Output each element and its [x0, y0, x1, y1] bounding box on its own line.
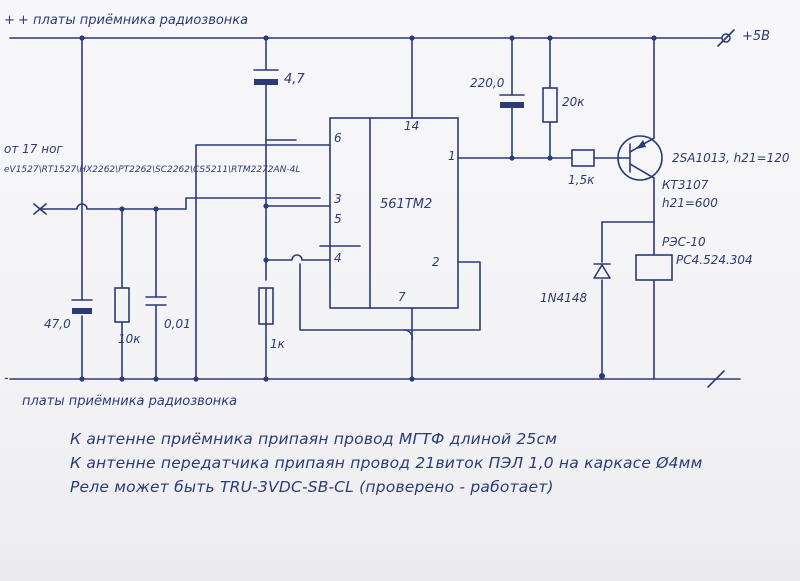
wire-pin4 [265, 254, 331, 261]
bottom-rail-sign: - [4, 371, 9, 386]
junction-dots [79, 35, 657, 382]
diode-1n4148-symbol [593, 263, 611, 279]
transistor-emitter [629, 37, 655, 153]
resistor-10k-label: 10к [118, 332, 141, 346]
capacitor-220-symbol [499, 94, 525, 108]
wire-pin2-loop [299, 261, 481, 331]
resistor-10k-symbol [114, 287, 130, 323]
relay-label-1: РЭС-10 [662, 235, 706, 249]
transistor-symbol [617, 135, 663, 181]
pin-6-label: 6 [334, 131, 342, 145]
pin-3-label: 3 [334, 192, 342, 206]
transistor-label-1: 2SA1013, h21=120 [672, 151, 790, 165]
note-line-3: Реле может быть TRU-3VDC-SB-CL (проверен… [70, 478, 554, 496]
top-rail-label: + платы приёмника радиозвонка [18, 13, 249, 28]
capacitor-47-label: 47,0 [44, 317, 71, 331]
transistor-collector [629, 163, 655, 223]
supply-terminal-tick [717, 29, 735, 47]
capacitor-220-label: 220,0 [470, 76, 505, 90]
resistor-20k-symbol [542, 87, 558, 123]
resistor-1k-label: 1к [270, 337, 285, 351]
chip-561tm2-body [329, 117, 459, 309]
chip-name: 561ТМ2 [380, 197, 433, 212]
supply-voltage-label: +5В [742, 29, 771, 44]
resistor-1-5k-symbol [571, 149, 595, 167]
transistor-label-2: КТ3107 [662, 178, 709, 192]
junction-diode-ground [599, 373, 605, 379]
capacitor-47-symbol [71, 299, 93, 314]
resistor-1-5k-label: 1,5к [568, 173, 595, 187]
note-line-2: К антенне передатчика припаян провод 21в… [70, 454, 703, 472]
wire-pin7-loop [403, 329, 414, 341]
bottom-rail-label: платы приёмника радиозвонка [22, 394, 238, 409]
transistor-base-bar [619, 143, 631, 173]
input-label-line1: от 17 ног [4, 142, 63, 156]
pin-7-label: 7 [398, 290, 406, 304]
capacitor-4-7-label: 4,7 [284, 72, 305, 87]
wire-pin6 [195, 144, 331, 380]
relay-label-2: РС4.524.304 [676, 253, 753, 267]
capacitor-4-7-symbol [253, 69, 279, 85]
transistor-label-3: h21=600 [662, 196, 718, 210]
input-arrow [39, 203, 47, 215]
resistor-1k-symbol [258, 287, 274, 325]
supply-terminal-positive [721, 33, 731, 43]
note-line-1: К антенне приёмника припаян провод МГТФ … [70, 430, 558, 448]
transistor-emitter-arrow [636, 140, 646, 149]
relay-coil-symbol [635, 254, 673, 281]
pin-4-label: 4 [334, 251, 342, 265]
diode-label: 1N4148 [540, 291, 588, 305]
capacitor-001-symbol [145, 296, 167, 306]
top-rail-sign: + [4, 13, 15, 28]
pin-14-label: 14 [404, 119, 420, 133]
pin-1-label: 1 [448, 149, 456, 163]
pin-2-label: 2 [432, 255, 440, 269]
input-label-line2: eV1527\RT1527\HX2262\PT2262\SC2262\CS521… [4, 165, 301, 175]
ground-terminal-tick [707, 370, 725, 388]
pin-5-label: 5 [334, 212, 342, 226]
resistor-20k-label: 20к [562, 95, 585, 109]
capacitor-001-label: 0,01 [164, 317, 191, 331]
